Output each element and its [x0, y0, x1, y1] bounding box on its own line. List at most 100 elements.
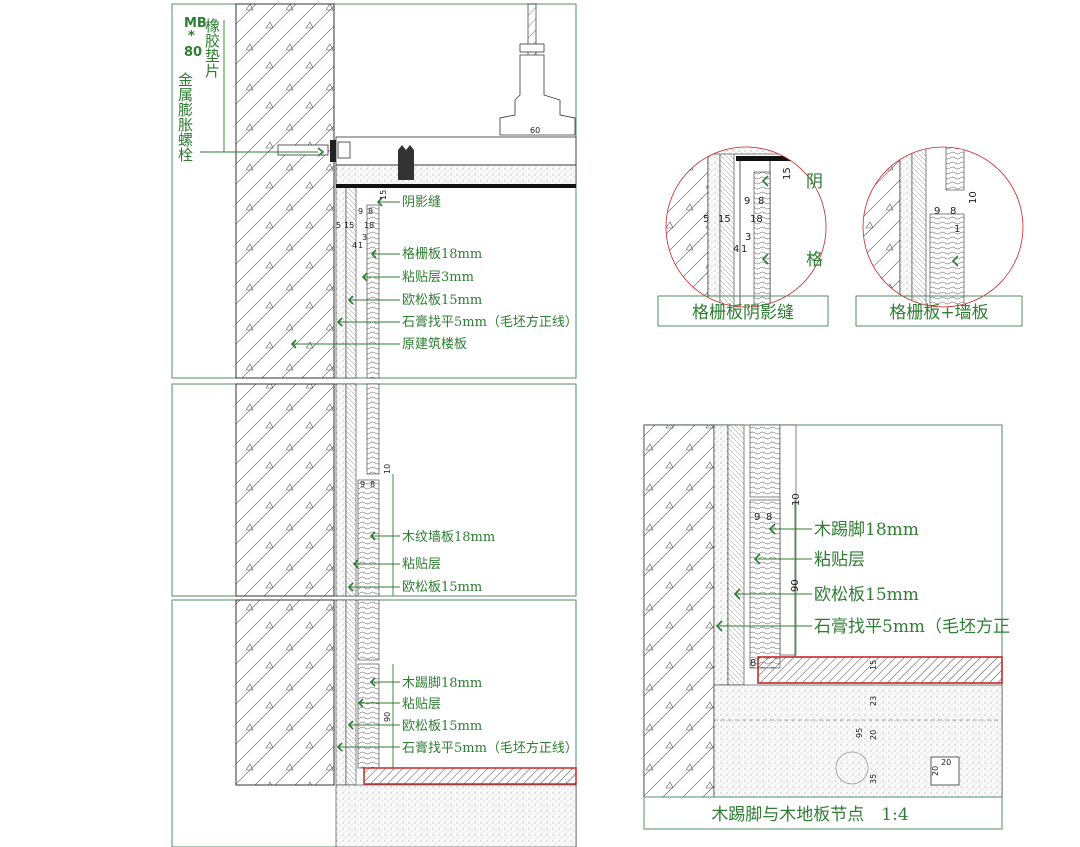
svg-text:阴影缝: 阴影缝 — [402, 195, 441, 210]
dim-4: 4 — [352, 241, 357, 250]
detail-b-dim-10: 10 — [968, 191, 979, 204]
detail-c-dim-35: 35 — [869, 774, 878, 784]
panel-top-section: MB * 80 金属膨胀螺栓 橡胶垫片 阴影缝 格栅板18mm 粘贴层3mm 欧… — [171, 3, 578, 379]
detail-a-partial-1: 阴 — [806, 172, 823, 192]
detail-grille-wallboard: 10 9 8 1 格栅板+墙板 — [855, 146, 1024, 327]
mid-dim-8: 8 — [370, 480, 375, 489]
ceiling-screw-1 — [398, 145, 406, 180]
detail-c-label-4: 石膏找平5mm（毛坯方正 — [715, 616, 1010, 637]
mid-label-2: 粘贴层 — [352, 557, 441, 572]
dim-9: 9 — [358, 207, 363, 216]
gypsum-layer-mid — [335, 383, 347, 597]
rubber-pad-label: 橡胶垫片 — [203, 18, 221, 78]
wood-wallboard — [357, 479, 380, 597]
detail-skirting-floor: 10 9 8 90 8 15 23 20 95 35 20 20 木踢脚18mm… — [643, 424, 1010, 830]
detail-c-label-2: 粘贴层 — [753, 550, 865, 570]
svg-text:欧松板15mm: 欧松板15mm — [402, 293, 482, 308]
ceiling-board — [335, 164, 577, 186]
detail-c-title-box — [643, 796, 1003, 830]
skirting-bottom — [357, 663, 380, 769]
ceiling-joist — [335, 136, 577, 166]
dim-5: 5 — [336, 221, 341, 230]
bottom-label-4: 石膏找平5mm（毛坯方正线） — [336, 740, 578, 756]
detail-c-dim-20: 20 — [869, 730, 878, 740]
concrete-wall — [235, 3, 335, 379]
panel-mid-section: 10 9 8 木纹墙板18mm 粘贴层 欧松板15mm — [171, 383, 577, 597]
detail-c-wallboard — [749, 424, 781, 498]
bottom-dim-90: 90 — [383, 712, 392, 722]
bolt-plate — [330, 140, 336, 162]
panel-bottom-section: 90 木踢脚18mm 粘贴层 欧松板15mm 石膏找平5mm（毛坯方正线） — [171, 599, 578, 847]
mid-label-3: 欧松板15mm — [347, 580, 482, 595]
svg-text:欧松板15mm: 欧松板15mm — [402, 719, 482, 734]
detail-a-dim-3: 3 — [745, 232, 751, 243]
svg-text:石膏找平5mm（毛坯方正: 石膏找平5mm（毛坯方正 — [814, 616, 1010, 637]
top-label-6: 原建筑楼板 — [290, 336, 467, 352]
hanger-clip — [499, 54, 576, 136]
detail-a-dim-15: 15 — [782, 167, 793, 180]
svg-text:石膏找平5mm（毛坯方正线）: 石膏找平5mm（毛坯方正线） — [402, 314, 578, 330]
detail-c-dim-8b: 8 — [750, 658, 756, 669]
grille-board-mid — [366, 383, 380, 475]
dim-15b: 15 — [344, 221, 354, 230]
detail-b-title-box — [855, 295, 1023, 327]
detail-a-dim-18: 18 — [750, 214, 763, 225]
detail-c-dim-20c: 20 — [931, 766, 940, 776]
detail-c-dim-20b: 20 — [941, 758, 951, 767]
svg-text:木踢脚18mm: 木踢脚18mm — [814, 520, 919, 540]
detail-c-joist — [930, 756, 960, 786]
wood-floor-bottom — [363, 767, 577, 785]
svg-text:粘贴层: 粘贴层 — [814, 550, 865, 570]
detail-c-dim-15: 15 — [869, 660, 878, 670]
detail-c-label-3: 欧松板15mm — [733, 585, 919, 605]
svg-text:木踢脚18mm: 木踢脚18mm — [402, 675, 482, 691]
top-label-3: 粘贴层3mm — [361, 270, 474, 285]
concrete-wall-mid — [235, 383, 335, 597]
svg-text:欧松板15mm: 欧松板15mm — [402, 580, 482, 595]
dim-1: 1 — [358, 241, 363, 250]
svg-text:欧松板15mm: 欧松板15mm — [814, 585, 919, 605]
osb-layer — [345, 184, 357, 379]
ceiling-screw-2 — [406, 145, 414, 180]
svg-text:粘贴层: 粘贴层 — [402, 557, 441, 572]
bottom-label-1: 木踢脚18mm — [369, 675, 482, 691]
detail-c-dim-95: 95 — [855, 728, 864, 738]
concrete-wall-bottom — [235, 599, 335, 786]
mid-label-1: 木纹墙板18mm — [369, 530, 495, 545]
svg-text:木纹墙板18mm: 木纹墙板18mm — [402, 530, 495, 545]
detail-shadow-joint: 阴 格 15 9 8 5 15 18 3 4 1 格栅板阴影缝 — [657, 146, 829, 327]
gypsum-layer-bottom — [335, 599, 347, 786]
mid-dim-10: 10 — [383, 464, 392, 474]
detail-c-title: 木踢脚与木地板节点 1:4 — [711, 805, 908, 825]
detail-a-dim-15b: 15 — [718, 214, 731, 225]
detail-c-wall — [643, 424, 715, 798]
mid-dim-9: 9 — [360, 480, 365, 489]
detail-c-skirting — [749, 499, 781, 669]
bolt-code-2: * — [188, 29, 195, 44]
detail-b-dim-9: 9 — [934, 206, 940, 217]
dim-60: 60 — [530, 126, 540, 135]
detail-b-title: 格栅板+墙板 — [889, 303, 988, 323]
top-label-4: 欧松板15mm — [347, 293, 482, 308]
bolt-code-1: MB — [184, 16, 207, 31]
top-label-2: 格栅板18mm — [370, 246, 482, 262]
wallboard-bottom — [357, 599, 380, 661]
bottom-label-3: 欧松板15mm — [347, 719, 482, 734]
expansion-bolt — [277, 144, 329, 156]
screed-bottom — [335, 784, 577, 847]
detail-c-label-1: 木踢脚18mm — [768, 520, 919, 540]
svg-text:原建筑楼板: 原建筑楼板 — [402, 336, 467, 352]
detail-c-wood-floor — [757, 656, 1003, 684]
detail-c-dim-8: 8 — [766, 512, 772, 523]
top-label-5: 石膏找平5mm（毛坯方正线） — [336, 314, 578, 330]
detail-c-dim-23: 23 — [869, 696, 878, 706]
dim-18: 18 — [364, 221, 374, 230]
detail-a-dim-8: 8 — [758, 196, 764, 207]
detail-c-gap — [779, 424, 797, 656]
detail-b-dim-8: 8 — [950, 206, 956, 217]
detail-c-dim-90: 90 — [790, 579, 801, 592]
detail-c-gypsum — [713, 424, 729, 686]
hanger-nut — [519, 43, 545, 53]
bottom-label-2: 粘贴层 — [357, 697, 441, 712]
